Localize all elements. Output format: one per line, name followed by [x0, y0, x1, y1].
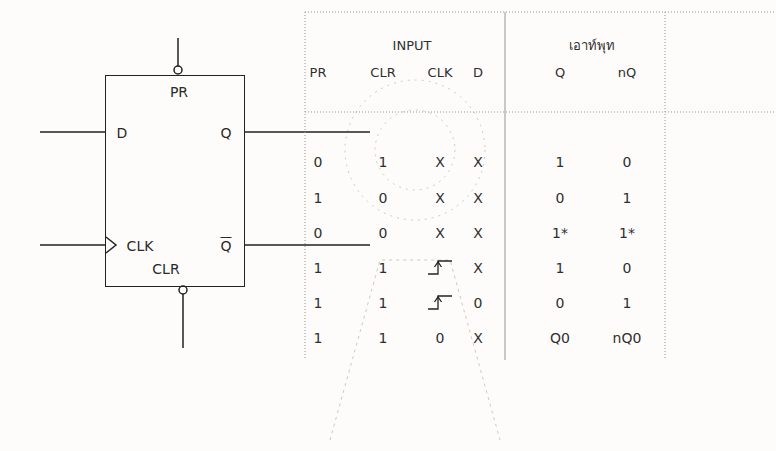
table-cell: 1: [314, 295, 323, 311]
table-cell: 0: [379, 190, 388, 206]
table-header: CLK: [428, 65, 453, 80]
table-cell: 0: [556, 190, 565, 206]
table-cell: 1: [379, 295, 388, 311]
flip-flop-box: PR D Q CLK CLR Q: [105, 75, 245, 287]
pin-wires: [40, 38, 370, 348]
pin-name: D: [117, 125, 128, 141]
table-cell: X: [435, 225, 445, 241]
table-cell: X: [435, 154, 445, 170]
pin-name: PR: [170, 84, 188, 100]
table-cell: Q0: [550, 330, 570, 346]
table-cell: 0: [314, 225, 323, 241]
table-cell: 1: [314, 260, 323, 276]
table-header: Q: [555, 65, 565, 80]
table-cell: 1: [623, 190, 632, 206]
table-cell: 0: [556, 295, 565, 311]
pin-name: Q: [220, 238, 231, 254]
table-cell: 0: [623, 260, 632, 276]
table-cell: 0: [314, 154, 323, 170]
table-cell: 0: [436, 330, 445, 346]
table-cell: 1*: [552, 225, 568, 241]
table-header: CLR: [370, 65, 395, 80]
table-cell: 1: [379, 330, 388, 346]
table-cell: 0: [474, 295, 483, 311]
table-header: INPUT: [393, 38, 432, 53]
rising-edge-symbol: [428, 261, 452, 309]
table-header: D: [473, 65, 483, 80]
table-cell: 1: [623, 295, 632, 311]
table-cell: 1: [379, 260, 388, 276]
table-cell: X: [473, 190, 483, 206]
pin-name: CLR: [152, 261, 179, 277]
table-header: เอาท์พุท: [569, 35, 615, 56]
table-header: PR: [310, 65, 327, 80]
table-cell: nQ0: [613, 330, 642, 346]
table-cell: 0: [623, 154, 632, 170]
watermark: [330, 80, 500, 440]
table-cell: X: [435, 190, 445, 206]
table-rules: [305, 12, 776, 360]
table-cell: 0: [379, 225, 388, 241]
table-cell: X: [473, 330, 483, 346]
table-cell: 1: [314, 330, 323, 346]
pin-name: CLK: [127, 238, 154, 254]
table-cell: X: [473, 225, 483, 241]
table-cell: 1: [556, 260, 565, 276]
table-cell: 1: [314, 190, 323, 206]
table-cell: 1: [556, 154, 565, 170]
table-header: nQ: [618, 65, 636, 80]
table-cell: X: [473, 154, 483, 170]
pin-name: Q: [220, 125, 231, 141]
table-cell: X: [473, 260, 483, 276]
table-cell: 1*: [619, 225, 635, 241]
table-cell: 1: [379, 154, 388, 170]
